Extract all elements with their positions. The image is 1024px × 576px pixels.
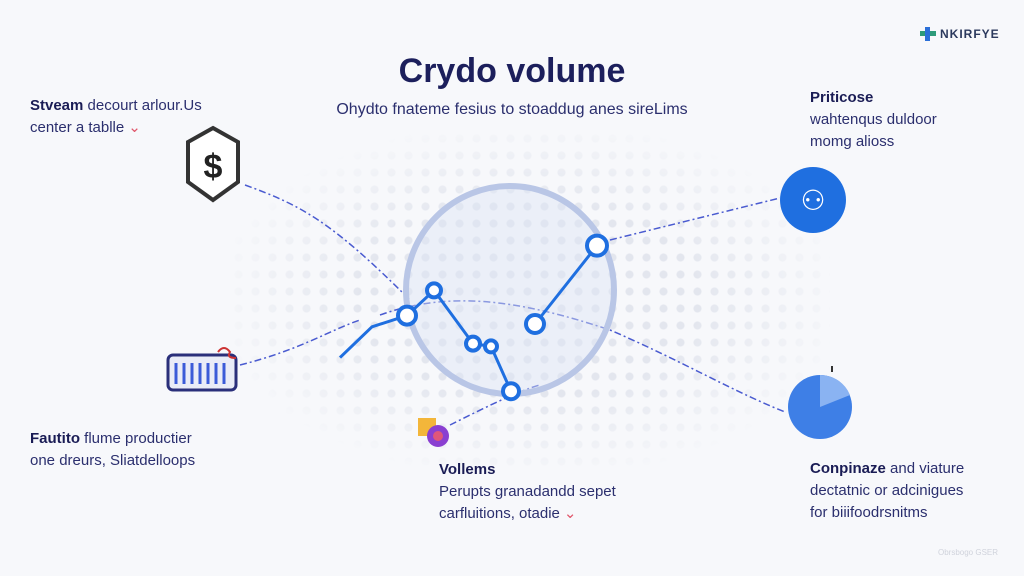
- logo-text: NKIRFYE: [940, 27, 1000, 41]
- callout-bottom-center: Vollems Perupts granadandd sepet carflui…: [439, 459, 616, 525]
- chart-point: [425, 281, 443, 300]
- chevron-down-icon[interactable]: ⌄: [128, 119, 141, 136]
- exchange-badge-icon: ⚇: [780, 167, 846, 233]
- bar-stack-icon: [166, 347, 238, 392]
- callout-heading: Priticose: [810, 89, 874, 106]
- page-subtitle: Ohydto fnateme fesius to stoaddug anes s…: [336, 101, 688, 118]
- volume-token-icon: [418, 418, 449, 447]
- callout-bottom-left: Fautito flume productier one dreurs, Sli…: [30, 428, 195, 472]
- callout-top-right: Priticose wahtenqus duldoor momg alioss: [810, 87, 937, 153]
- callout-text: and viature: [890, 460, 965, 477]
- pie-chart-icon: [788, 366, 852, 439]
- line-chart: [338, 233, 609, 402]
- callout-text: one dreurs, Sliatdelloops: [30, 452, 196, 469]
- chart-point: [483, 338, 499, 355]
- chart-line: [533, 244, 599, 325]
- page-title: Crydo volume: [398, 52, 626, 90]
- callout-text: flume productier: [84, 430, 192, 447]
- callout-heading: Stveam: [30, 97, 84, 114]
- callout-text: center a tablle: [30, 119, 125, 136]
- callout-bottom-right: Conpinaze and viature dectatnic or adcin…: [810, 458, 964, 524]
- shield-dollar-icon: $: [186, 125, 240, 203]
- callout-text: Perupts granadandd sepet: [439, 483, 616, 500]
- callout-text: decourt arlour.Us: [87, 97, 202, 114]
- chart-point: [464, 334, 482, 353]
- callout-top-left: Stveam decourt arlour.Us center a tablle…: [30, 95, 202, 139]
- connector-bottom: [449, 384, 541, 426]
- chevron-down-icon[interactable]: ⌄: [563, 505, 577, 522]
- callout-heading: Conpinaze: [810, 460, 886, 477]
- callout-text: carfluitions, otadie: [439, 505, 560, 522]
- brand-logo: NKIRFYE: [920, 27, 1000, 41]
- chart-point: [585, 233, 609, 258]
- callout-text: for biiifoodrsnitms: [810, 504, 928, 521]
- chart-point: [501, 381, 521, 402]
- callout-text: wahtenqus duldoor: [810, 111, 937, 128]
- connector-top-right: [609, 197, 781, 241]
- svg-text:⚇: ⚇: [800, 184, 825, 217]
- chart-point: [396, 304, 418, 327]
- logo-icon: [920, 27, 936, 41]
- connector-top-left: [244, 184, 411, 301]
- callout-text: dectatnic or adcinigues: [810, 482, 964, 499]
- callout-text: momg alioss: [810, 133, 895, 150]
- connector-left: [239, 319, 361, 366]
- callout-heading: Vollems: [439, 461, 496, 478]
- svg-text:$: $: [204, 148, 223, 186]
- callout-heading: Fautito: [30, 430, 80, 447]
- watermark: Obrsbogo GSER: [938, 548, 999, 557]
- chart-point: [524, 313, 546, 335]
